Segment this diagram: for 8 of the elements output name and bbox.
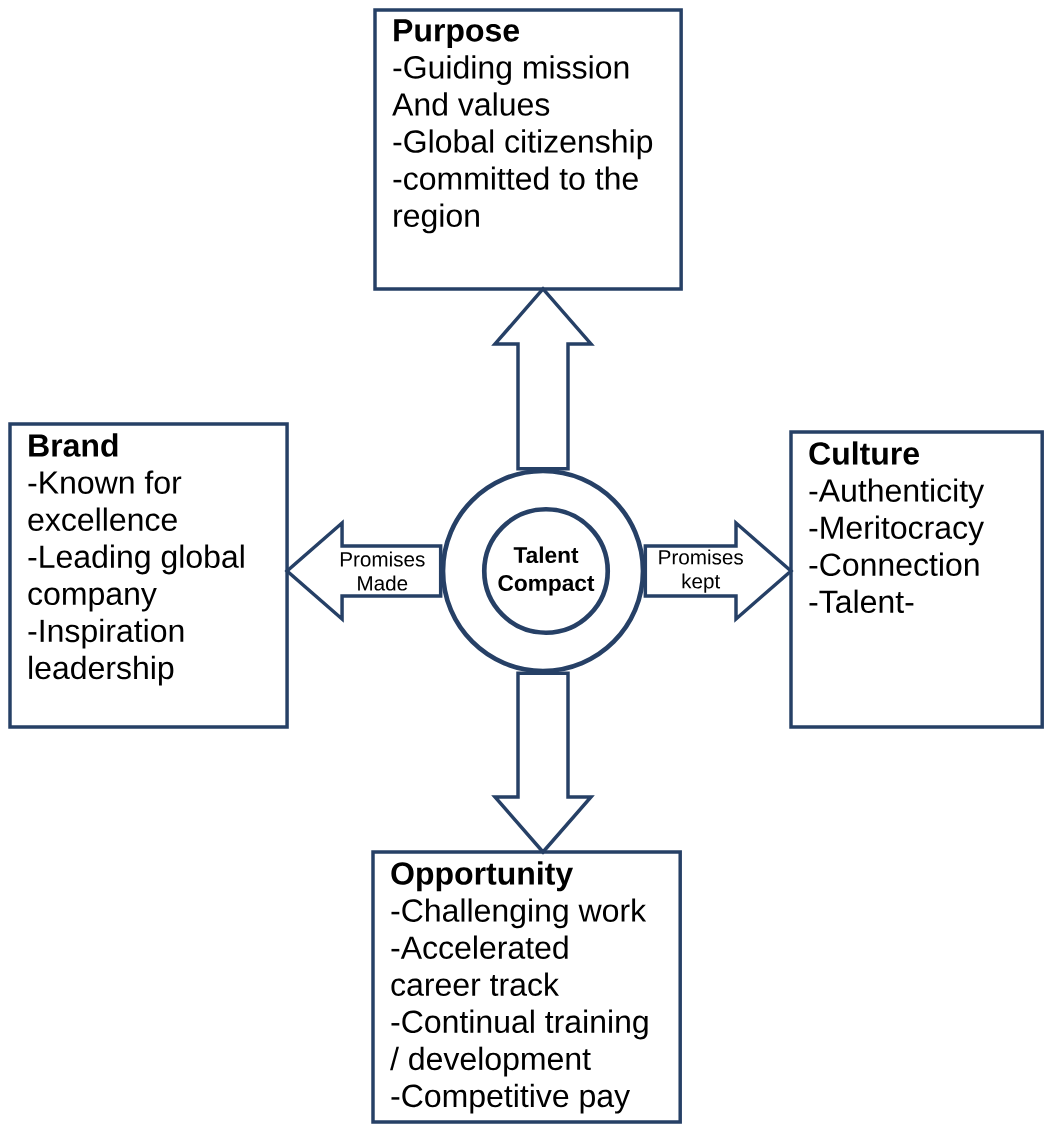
block-arrow xyxy=(491,286,595,471)
text-box: Culture -Authenticity -Meritocracy -Connection -Talent- xyxy=(789,430,1044,729)
text-box: Brand -Known for excellence -Leading global company -Inspiration leadership xyxy=(8,422,289,729)
text-box: Purpose -Guiding mission And values -Global citizenship -committed to the region xyxy=(373,8,683,291)
text-box: Opportunity -Challenging work -Accelerated career track -Continual training / development -Competitive pay xyxy=(371,850,682,1124)
edge-label: Promises kept xyxy=(654,548,748,594)
edge-label: Promises Made xyxy=(335,550,429,592)
block-arrow xyxy=(491,671,595,855)
